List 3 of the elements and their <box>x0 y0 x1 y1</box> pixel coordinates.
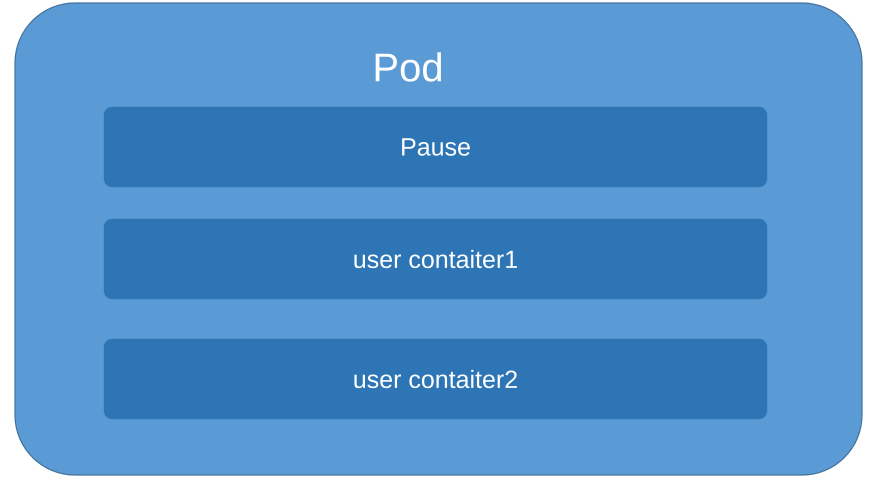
container-box: user contaiter1 <box>104 218 768 300</box>
container-box: user contaiter2 <box>104 338 768 420</box>
container-box: Pause <box>104 106 768 188</box>
